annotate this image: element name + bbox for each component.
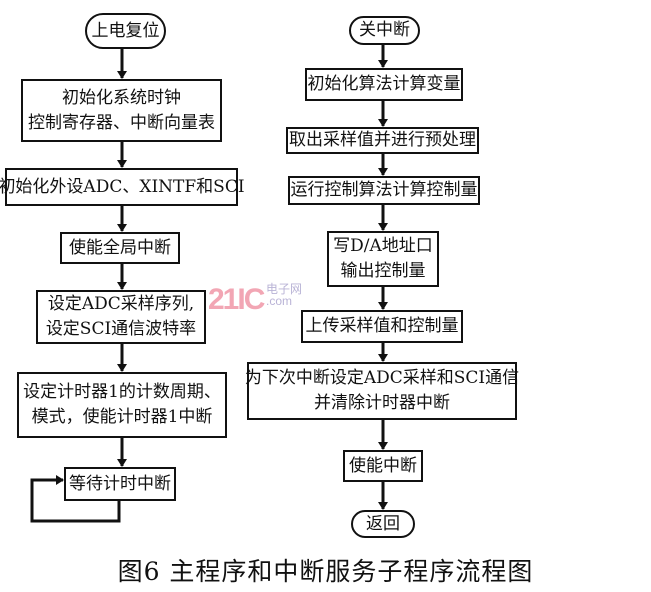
main-step-set-timer: 设定计时器1的计数周期、模式，使能计时器1中断: [17, 372, 227, 438]
isr-step-read-samples: 取出采样值并进行预处理: [286, 127, 479, 154]
node-label: 设定SCI通信波特率: [45, 319, 197, 339]
watermark-logo: 21IC: [208, 283, 265, 316]
node-label: 取出采样值并进行预处理: [289, 130, 476, 151]
node-label: 使能中断: [349, 455, 417, 476]
main-step-wait-timer-int: 等待计时中断: [64, 467, 176, 501]
node-label: 初始化系统时钟: [62, 87, 181, 108]
figure-caption: 图6 主程序和中断服务子程序流程图: [117, 557, 534, 586]
node-label: 使能全局中断: [69, 237, 171, 258]
main-step-set-adc-sci: 设定ADC采样序列, 设定SCI通信波特率: [36, 290, 206, 344]
node-label: 上电复位: [91, 20, 160, 41]
node-label: 关中断: [359, 20, 410, 41]
node-label: 控制寄存器、中断向量表: [28, 112, 215, 133]
main-step-init-clock: 初始化系统时钟控制寄存器、中断向量表: [21, 79, 222, 142]
isr-step-run-control: 运行控制算法计算控制量: [288, 176, 480, 205]
node-label: 为下次中断设定ADC采样和SCI通信: [244, 368, 520, 389]
main-start-terminal: 上电复位: [85, 13, 166, 49]
watermark-cn: 电子网: [266, 282, 303, 296]
node-label: 返回: [366, 513, 400, 534]
watermark-domain: .com: [266, 294, 293, 308]
isr-step-setup-next: 为下次中断设定ADC采样和SCI通信并清除计时器中断: [244, 362, 520, 420]
node-label: 设定ADC采样序列,: [47, 294, 195, 315]
isr-step-upload: 上传采样值和控制量: [301, 310, 463, 343]
node-label: 输出控制量: [340, 261, 426, 281]
node-label: 运行控制算法计算控制量: [290, 180, 478, 201]
isr-end-terminal: 返回: [351, 510, 415, 538]
isr-step-write-da: 写D/A地址口输出控制量: [327, 231, 439, 287]
node-label: 写D/A地址口: [333, 236, 433, 257]
main-step-enable-global-int: 使能全局中断: [60, 232, 180, 264]
main-step-init-peripherals: 初始化外设ADC、XINTF和SCI: [0, 168, 245, 206]
node-label: 设定计时器1的计数周期、: [23, 382, 221, 403]
node-label: 模式，使能计时器1中断: [31, 407, 213, 427]
node-label: 并清除计时器中断: [314, 393, 450, 413]
isr-start-terminal: 关中断: [349, 16, 420, 45]
isr-step-enable-int: 使能中断: [343, 450, 423, 482]
node-label: 初始化外设ADC、XINTF和SCI: [0, 176, 245, 197]
watermark-text: 电子网.com: [266, 283, 302, 307]
node-label: 等待计时中断: [69, 473, 171, 494]
node-label: 初始化算法计算变量: [307, 74, 461, 95]
isr-step-init-vars: 初始化算法计算变量: [305, 68, 463, 101]
node-label: 上传采样值和控制量: [305, 316, 459, 337]
